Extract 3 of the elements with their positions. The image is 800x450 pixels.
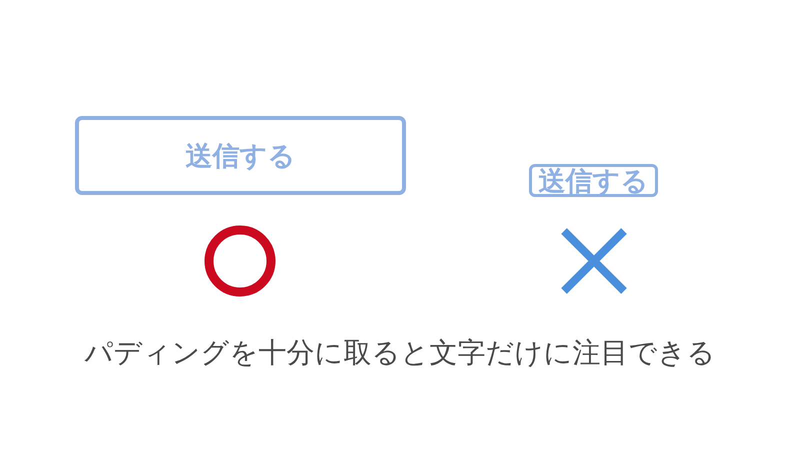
caption: パディングを十分に取ると文字だけに注目できる xyxy=(84,335,716,371)
send-button: 送信する xyxy=(529,164,658,197)
send-button: 送信する xyxy=(75,116,406,195)
